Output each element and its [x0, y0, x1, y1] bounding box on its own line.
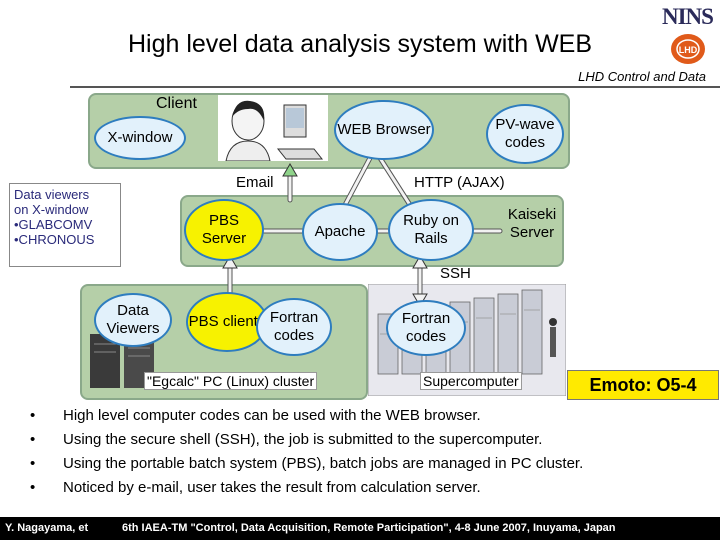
bullet-item: High level computer codes can be used wi… [30, 404, 710, 428]
callout-line: •GLABCOMV [14, 216, 93, 232]
fortran-pc-node: Fortran codes [256, 298, 332, 356]
seal-text: LHD [679, 45, 698, 55]
ruby-on-rails-node: Ruby on Rails [388, 199, 474, 261]
bullet-item: Using the portable batch system (PBS), b… [30, 452, 710, 476]
title-divider [70, 86, 720, 88]
email-label: Email [236, 174, 274, 191]
egcalc-cluster-label: "Egcalc" PC (Linux) cluster [144, 372, 318, 390]
user-at-computer-image [218, 95, 328, 161]
kaiseki-server-label: Kaiseki Server [507, 206, 557, 241]
presentation-badge: Emoto: O5-4 [567, 370, 719, 400]
footer-author: Y. Nagayama, et [5, 522, 89, 534]
data-viewers-node: Data Viewers [94, 293, 172, 347]
callout-line: •CHRONOUS [14, 231, 95, 247]
lhd-seal-icon: LHD [671, 34, 705, 64]
supercomputer-label: Supercomputer [420, 372, 522, 390]
ssh-label: SSH [440, 265, 471, 282]
client-label: Client [156, 95, 197, 112]
bullet-item: Noticed by e-mail, user takes the result… [30, 476, 710, 500]
apache-node: Apache [302, 203, 378, 261]
bullet-list: High level computer codes can be used wi… [30, 404, 710, 500]
http-label: HTTP (AJAX) [414, 174, 505, 191]
fortran-supercomputer-node: Fortran codes [386, 300, 466, 356]
page-title: High level data analysis system with WEB [127, 30, 593, 58]
bullet-item: Using the secure shell (SSH), the job is… [30, 428, 710, 452]
data-viewers-callout: Data viewers on X-window •GLABCOMV •CHRO… [9, 183, 121, 267]
callout-line: on X-window [14, 201, 89, 217]
pbs-server-node: PBS Server [184, 199, 264, 261]
pvwave-node: PV-wave codes [486, 104, 564, 164]
subtitle: LHD Control and Data [578, 69, 706, 84]
footer-bar: Y. Nagayama, et 6th IAEA-TM "Control, Da… [0, 517, 720, 540]
nins-logo: NINS [662, 4, 714, 29]
callout-line: Data viewers [14, 187, 90, 202]
xwindow-node: X-window [94, 116, 186, 160]
web-browser-node: WEB Browser [334, 100, 434, 160]
footer-conference: 6th IAEA-TM "Control, Data Acquisition, … [122, 522, 616, 534]
